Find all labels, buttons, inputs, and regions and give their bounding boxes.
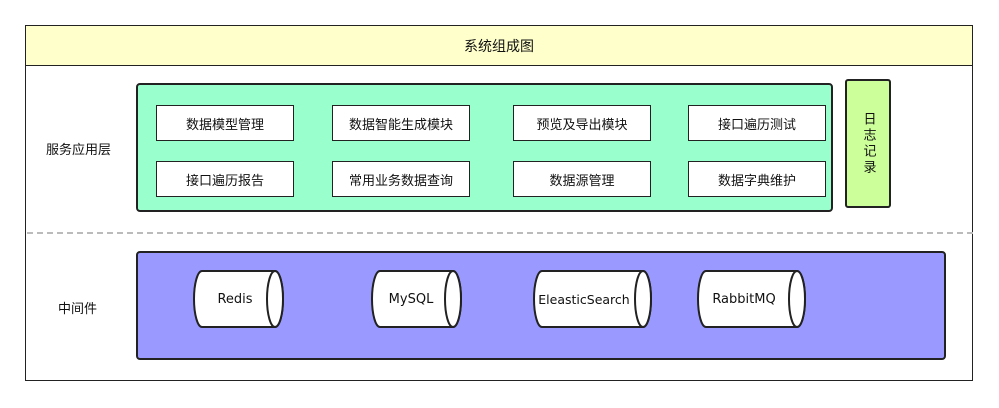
elasticsearch-cylinder-icon: [533, 270, 652, 328]
module-data-model-management: 数据模型管理: [156, 105, 294, 141]
mysql-label: MySQL: [388, 291, 434, 307]
log-record-label: 日志记录: [860, 111, 876, 176]
mysql-cylinder-icon: [371, 270, 462, 328]
diagram-title: 系统组成图: [25, 25, 973, 66]
module-business-data-query: 常用业务数据查询: [332, 161, 470, 197]
redis-cylinder-icon: [193, 270, 284, 328]
rabbitmq-label: RabbitMQ: [712, 291, 776, 307]
log-record-box: 日志记录: [845, 79, 891, 208]
module-api-traversal-test: 接口遍历测试: [688, 105, 826, 141]
module-data-dictionary: 数据字典维护: [688, 161, 826, 197]
elasticsearch-label: EleasticSearch: [538, 291, 630, 307]
module-smart-data-generation: 数据智能生成模块: [332, 105, 470, 141]
layer-label-middleware: 中间件: [58, 302, 98, 317]
layer-divider: [27, 232, 973, 234]
module-preview-export: 预览及导出模块: [513, 105, 651, 141]
service-layer-panel: 数据模型管理 数据智能生成模块 预览及导出模块 接口遍历测试 接口遍历报告 常用…: [136, 83, 833, 212]
redis-label: Redis: [217, 291, 253, 307]
module-api-traversal-report: 接口遍历报告: [156, 161, 294, 197]
layer-label-service: 服务应用层: [46, 143, 112, 158]
rabbitmq-cylinder-icon: [697, 270, 806, 328]
module-datasource-management: 数据源管理: [513, 161, 651, 197]
diagram-title-text: 系统组成图: [464, 38, 534, 55]
